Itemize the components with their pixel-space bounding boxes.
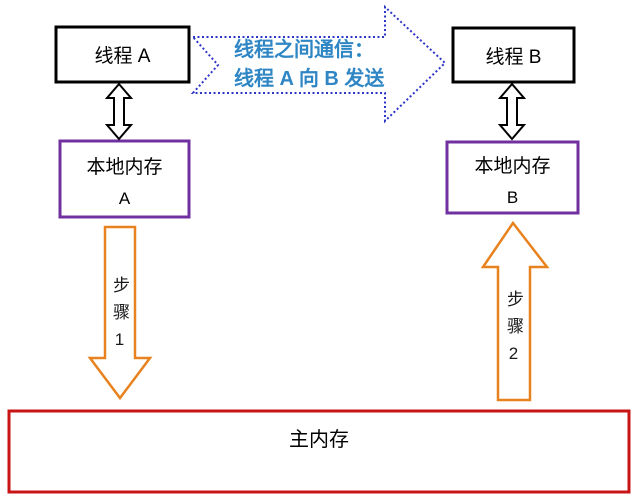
step1-down-arrow-icon (87, 225, 153, 401)
local-memory-a-title: 本地内存 (86, 157, 163, 178)
main-memory-label: 主内存 (289, 429, 349, 451)
communication-arrow-icon (190, 4, 447, 124)
local-memory-b-title: 本地内存 (474, 155, 551, 177)
local-memory-b-box (445, 140, 580, 215)
step2-label: 步骤2 (504, 290, 523, 373)
step1-label: 步骤1 (110, 276, 129, 359)
main-memory-box (7, 409, 631, 494)
thread-a-label: 线程 A (94, 46, 151, 67)
local-memory-a-box (58, 139, 191, 219)
communication-line2: 线程 A 向 B 发送 (234, 68, 385, 90)
double-arrow-thread-b-local-b-icon (497, 82, 527, 141)
local-memory-a-suffix: A (118, 189, 131, 208)
local-memory-b-label: 本地内存 B (447, 142, 578, 217)
step2-up-arrow-icon (480, 220, 550, 402)
double-arrow-thread-a-local-a-icon (104, 82, 134, 141)
thread-b-box (451, 26, 576, 84)
communication-arrow-label: 线程之间通信： 线程 A 向 B 发送 (234, 36, 384, 94)
communication-line1: 线程之间通信： (234, 39, 374, 61)
thread-a-box (54, 25, 191, 84)
local-memory-a-label: 本地内存 A (60, 141, 189, 221)
local-memory-b-suffix: B (506, 187, 519, 207)
thread-b-label: 线程 B (485, 46, 542, 68)
